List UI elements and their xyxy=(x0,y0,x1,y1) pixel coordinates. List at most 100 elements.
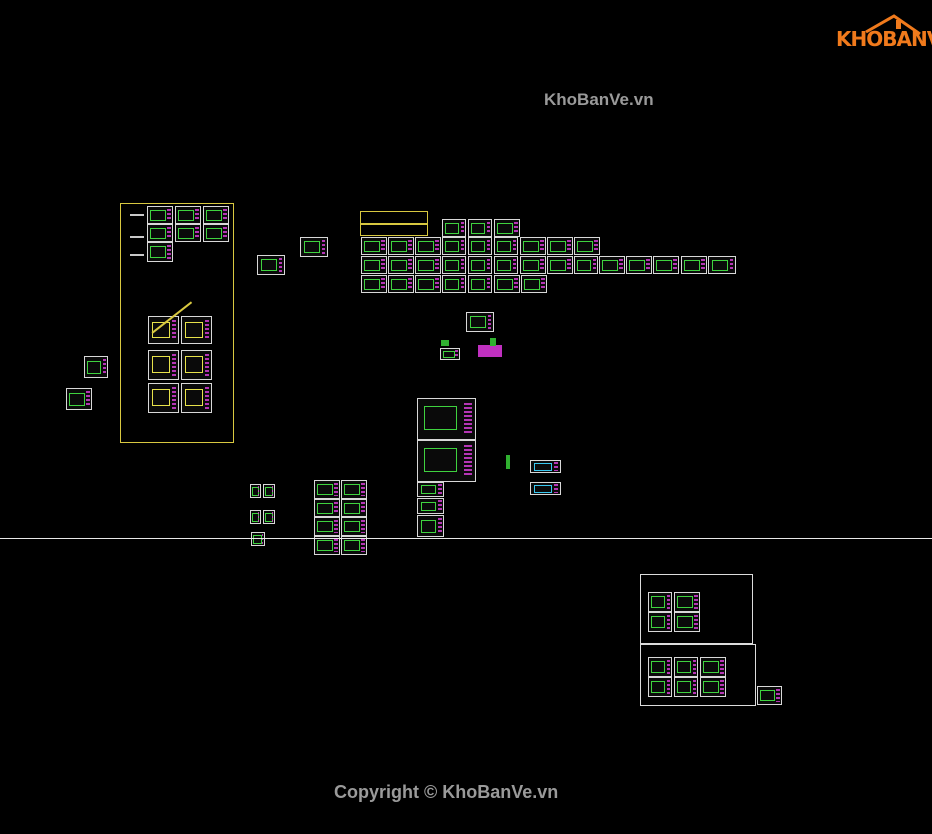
drawing-sheet[interactable] xyxy=(468,237,492,255)
drawing-sheet[interactable] xyxy=(520,256,546,274)
drawing-sheet[interactable] xyxy=(708,256,736,274)
drawing-sheet[interactable] xyxy=(181,350,212,380)
label-line xyxy=(130,236,144,238)
label-line xyxy=(130,254,144,256)
drawing-sheet[interactable] xyxy=(700,677,726,697)
drawing-sheet[interactable] xyxy=(442,219,466,237)
drawing-sheet[interactable] xyxy=(147,242,173,262)
drawing-symbol xyxy=(441,340,449,346)
drawing-sheet[interactable] xyxy=(251,532,265,546)
drawing-sheet[interactable] xyxy=(466,312,494,332)
drawing-frame-left[interactable] xyxy=(120,203,234,443)
title-block[interactable] xyxy=(360,211,428,224)
drawing-sheet[interactable] xyxy=(415,256,441,274)
label-line xyxy=(130,214,144,216)
drawing-sheet[interactable] xyxy=(494,237,518,255)
drawing-frame-bottom-right-lower[interactable] xyxy=(640,644,756,706)
drawing-sheet[interactable] xyxy=(520,237,546,255)
drawing-sheet[interactable] xyxy=(181,383,212,413)
drawing-sheet[interactable] xyxy=(442,237,466,255)
brand-logo: KHOBANVE xyxy=(836,12,932,56)
drawing-sheet[interactable] xyxy=(547,237,573,255)
drawing-sheet[interactable] xyxy=(653,256,679,274)
drawing-sheet[interactable] xyxy=(494,256,518,274)
drawing-sheet[interactable] xyxy=(147,206,173,224)
drawing-sheet[interactable] xyxy=(415,237,441,255)
drawing-sheet[interactable] xyxy=(442,256,466,274)
drawing-sheet[interactable] xyxy=(648,592,672,612)
drawing-sheet[interactable] xyxy=(361,275,387,293)
drawing-sheet[interactable] xyxy=(521,275,547,293)
drawing-sheet[interactable] xyxy=(700,657,726,677)
drawing-sheet[interactable] xyxy=(681,256,707,274)
logo-text: KHOBANVE xyxy=(836,27,932,51)
drawing-sheet[interactable] xyxy=(314,480,340,499)
drawing-sheet[interactable] xyxy=(257,255,285,275)
drawing-sheet[interactable] xyxy=(148,350,179,380)
drawing-sheet[interactable] xyxy=(388,237,414,255)
drawing-frame-bottom-right-upper[interactable] xyxy=(640,574,753,644)
drawing-sheet[interactable] xyxy=(341,517,367,536)
drawing-sheet[interactable] xyxy=(341,536,367,555)
drawing-sheet[interactable] xyxy=(148,383,179,413)
drawing-sheet[interactable] xyxy=(314,499,340,517)
drawing-sheet[interactable] xyxy=(547,256,573,274)
drawing-sheet[interactable] xyxy=(250,484,261,498)
drawing-sheet[interactable] xyxy=(574,256,598,274)
drawing-sheet[interactable] xyxy=(415,275,441,293)
drawing-sheet[interactable] xyxy=(468,275,492,293)
drawing-sheet[interactable] xyxy=(757,686,782,705)
drawing-sheet[interactable] xyxy=(648,657,672,677)
drawing-sheet[interactable] xyxy=(263,484,275,498)
drawing-sheet[interactable] xyxy=(300,237,328,257)
drawing-sheet[interactable] xyxy=(314,517,340,536)
drawing-sheet[interactable] xyxy=(417,515,444,537)
drawing-sheet[interactable] xyxy=(494,275,520,293)
drawing-symbol xyxy=(478,345,502,357)
drawing-sheet[interactable] xyxy=(674,592,700,612)
drawing-symbol xyxy=(490,338,496,346)
drawing-sheet[interactable] xyxy=(574,237,600,255)
drawing-sheet[interactable] xyxy=(175,224,201,242)
drawing-sheet[interactable] xyxy=(263,510,275,524)
drawing-sheet[interactable] xyxy=(468,256,492,274)
drawing-sheet[interactable] xyxy=(147,224,173,242)
drawing-sheet[interactable] xyxy=(626,256,652,274)
drawing-sheet[interactable] xyxy=(361,256,387,274)
watermark-top: KhoBanVe.vn xyxy=(544,90,654,109)
drawing-sheet[interactable] xyxy=(648,612,672,632)
drawing-sheet[interactable] xyxy=(442,275,466,293)
horizontal-axis-line xyxy=(0,538,932,539)
drawing-sheet[interactable] xyxy=(417,498,444,514)
drawing-sheet[interactable] xyxy=(468,219,492,237)
drawing-sheet[interactable] xyxy=(674,612,700,632)
drawing-sheet[interactable] xyxy=(599,256,625,274)
drawing-sheet[interactable] xyxy=(417,482,444,497)
title-block[interactable] xyxy=(360,224,428,236)
drawing-sheet[interactable] xyxy=(530,482,561,495)
drawing-sheet[interactable] xyxy=(674,677,698,697)
drawing-sheet[interactable] xyxy=(361,237,387,255)
drawing-sheet[interactable] xyxy=(341,499,367,517)
drawing-sheet[interactable] xyxy=(175,206,201,224)
drawing-sheet[interactable] xyxy=(494,219,520,237)
drawing-sheet[interactable] xyxy=(530,460,561,473)
drawing-sheet[interactable] xyxy=(388,275,414,293)
drawing-sheet[interactable] xyxy=(341,480,367,499)
drawing-sheet[interactable] xyxy=(250,510,261,524)
house-roof-icon xyxy=(865,14,921,36)
drawing-symbol xyxy=(506,455,510,469)
drawing-sheet[interactable] xyxy=(84,356,108,378)
drawing-sheet[interactable] xyxy=(203,224,229,242)
drawing-sheet[interactable] xyxy=(314,536,340,555)
drawing-sheet[interactable] xyxy=(674,657,698,677)
drawing-sheet[interactable] xyxy=(417,398,476,440)
copyright-text: Copyright © KhoBanVe.vn xyxy=(334,782,559,802)
drawing-sheet[interactable] xyxy=(181,316,212,344)
drawing-sheet[interactable] xyxy=(417,440,476,482)
drawing-sheet[interactable] xyxy=(388,256,414,274)
drawing-sheet[interactable] xyxy=(66,388,92,410)
drawing-sheet[interactable] xyxy=(648,677,672,697)
drawing-sheet[interactable] xyxy=(440,348,460,360)
drawing-sheet[interactable] xyxy=(203,206,229,224)
